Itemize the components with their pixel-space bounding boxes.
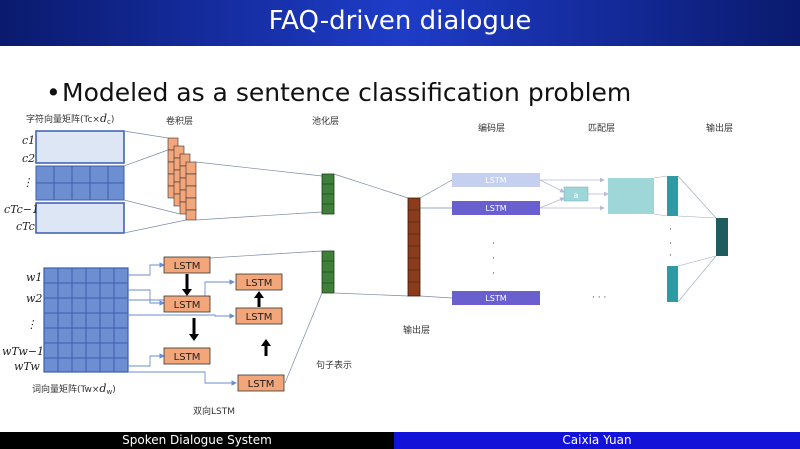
svg-text:a: a	[574, 191, 579, 200]
encode-layer-label: 编码层	[478, 122, 505, 134]
bullet-text: Modeled as a sentence classification pro…	[62, 78, 632, 107]
match-layer-block	[608, 178, 654, 214]
output-teal-bottom	[667, 266, 678, 302]
lstm-cell	[163, 256, 211, 274]
char-row-label: c1	[22, 134, 35, 147]
word-row-label: w2	[26, 292, 42, 305]
pool-layer-label: 池化层	[312, 115, 339, 127]
bilstm-label: 双向LSTM	[193, 405, 235, 417]
lstm-left-column: LSTM LSTM LSTM	[163, 256, 211, 365]
match-attention-cell: a	[563, 186, 589, 202]
char-row-label: c2	[22, 152, 35, 165]
word-matrix-grid	[43, 267, 129, 373]
word-row-label: wTw	[14, 360, 40, 373]
lstm-cell	[235, 273, 283, 291]
word-row-label: ⋮	[26, 318, 37, 331]
char-row-label: cTc	[16, 220, 35, 233]
vertical-ellipsis: ·	[492, 269, 495, 279]
lstm-cell-label: LSTM	[174, 300, 201, 311]
bilstm-to-pool-lines	[209, 250, 323, 384]
encoder-to-match-arrows	[539, 177, 609, 211]
sentence-repr-label: 句子表示	[316, 359, 352, 371]
lstm-cell	[235, 307, 283, 325]
footer-course-title: Spoken Dialogue System	[0, 432, 394, 449]
conv-layer	[167, 137, 197, 221]
lstm-right-column: LSTM LSTM LSTM	[235, 273, 285, 392]
char-row-label: cTc−1	[4, 203, 39, 216]
footer-author: Caixia Yuan	[394, 432, 800, 449]
char-matrix-grid	[35, 165, 125, 201]
title-bar: FAQ-driven dialogue	[0, 0, 800, 46]
pool-layer-char	[321, 173, 335, 215]
horizontal-ellipsis: · · ·	[592, 293, 606, 303]
vertical-ellipsis: ·	[669, 251, 672, 261]
down-arrow-icon	[189, 334, 199, 341]
char-matrix-bottom-block	[35, 202, 125, 234]
lstm-cell-label: LSTM	[246, 278, 273, 289]
lstm-cell	[237, 374, 285, 392]
slide-title: FAQ-driven dialogue	[268, 6, 532, 36]
encoder-lstm-bottom: LSTM	[452, 291, 540, 305]
output-layer-mid-label: 输出层	[403, 324, 430, 336]
svg-text:LSTM: LSTM	[485, 176, 506, 185]
bullet-point: •Modeled as a sentence classification pr…	[46, 78, 631, 107]
match-layer-label: 匹配层	[588, 123, 615, 134]
vertical-ellipsis: ·	[492, 254, 495, 264]
bullet-dot-icon: •	[46, 78, 61, 107]
output-teal-top	[667, 176, 678, 216]
svg-text:LSTM: LSTM	[485, 204, 506, 213]
lstm-cell-label: LSTM	[174, 261, 201, 272]
up-arrow-icon	[254, 291, 264, 298]
up-arrow-icon	[261, 339, 271, 346]
lstm-cell-label: LSTM	[174, 352, 201, 363]
down-arrow-icon	[182, 289, 192, 296]
vertical-ellipsis: ·	[669, 239, 672, 249]
vertical-ellipsis: ·	[669, 225, 672, 235]
pool-layer-word	[321, 250, 335, 294]
vertical-ellipsis: ·	[492, 239, 495, 249]
output-layer-right-label: 输出层	[706, 122, 733, 134]
word-matrix-label: 词向量矩阵(Tw×dw)	[32, 382, 116, 396]
pool-to-output-lines	[333, 173, 453, 299]
output-layer-mid	[407, 197, 421, 297]
bilstm-arrows	[128, 262, 237, 386]
char-row-label: ⋮	[22, 176, 33, 189]
lstm-cell-label: LSTM	[246, 312, 273, 323]
lstm-cell-label: LSTM	[248, 379, 275, 390]
svg-text:LSTM: LSTM	[485, 294, 506, 303]
lstm-cell	[163, 347, 211, 365]
char-to-conv-lines	[123, 130, 323, 234]
encoder-lstm-top: LSTM	[452, 173, 540, 187]
final-output-block	[716, 218, 728, 256]
match-to-output-lines	[653, 175, 717, 303]
char-matrix-label: 字符向量矩阵(Tc×dc)	[26, 112, 114, 126]
encoder-lstm-mid: LSTM	[452, 201, 540, 215]
word-row-label: wTw−1	[2, 345, 44, 358]
word-row-label: w1	[26, 271, 42, 284]
char-matrix-top-block	[35, 130, 125, 164]
conv-layer-label: 卷积层	[166, 115, 193, 127]
